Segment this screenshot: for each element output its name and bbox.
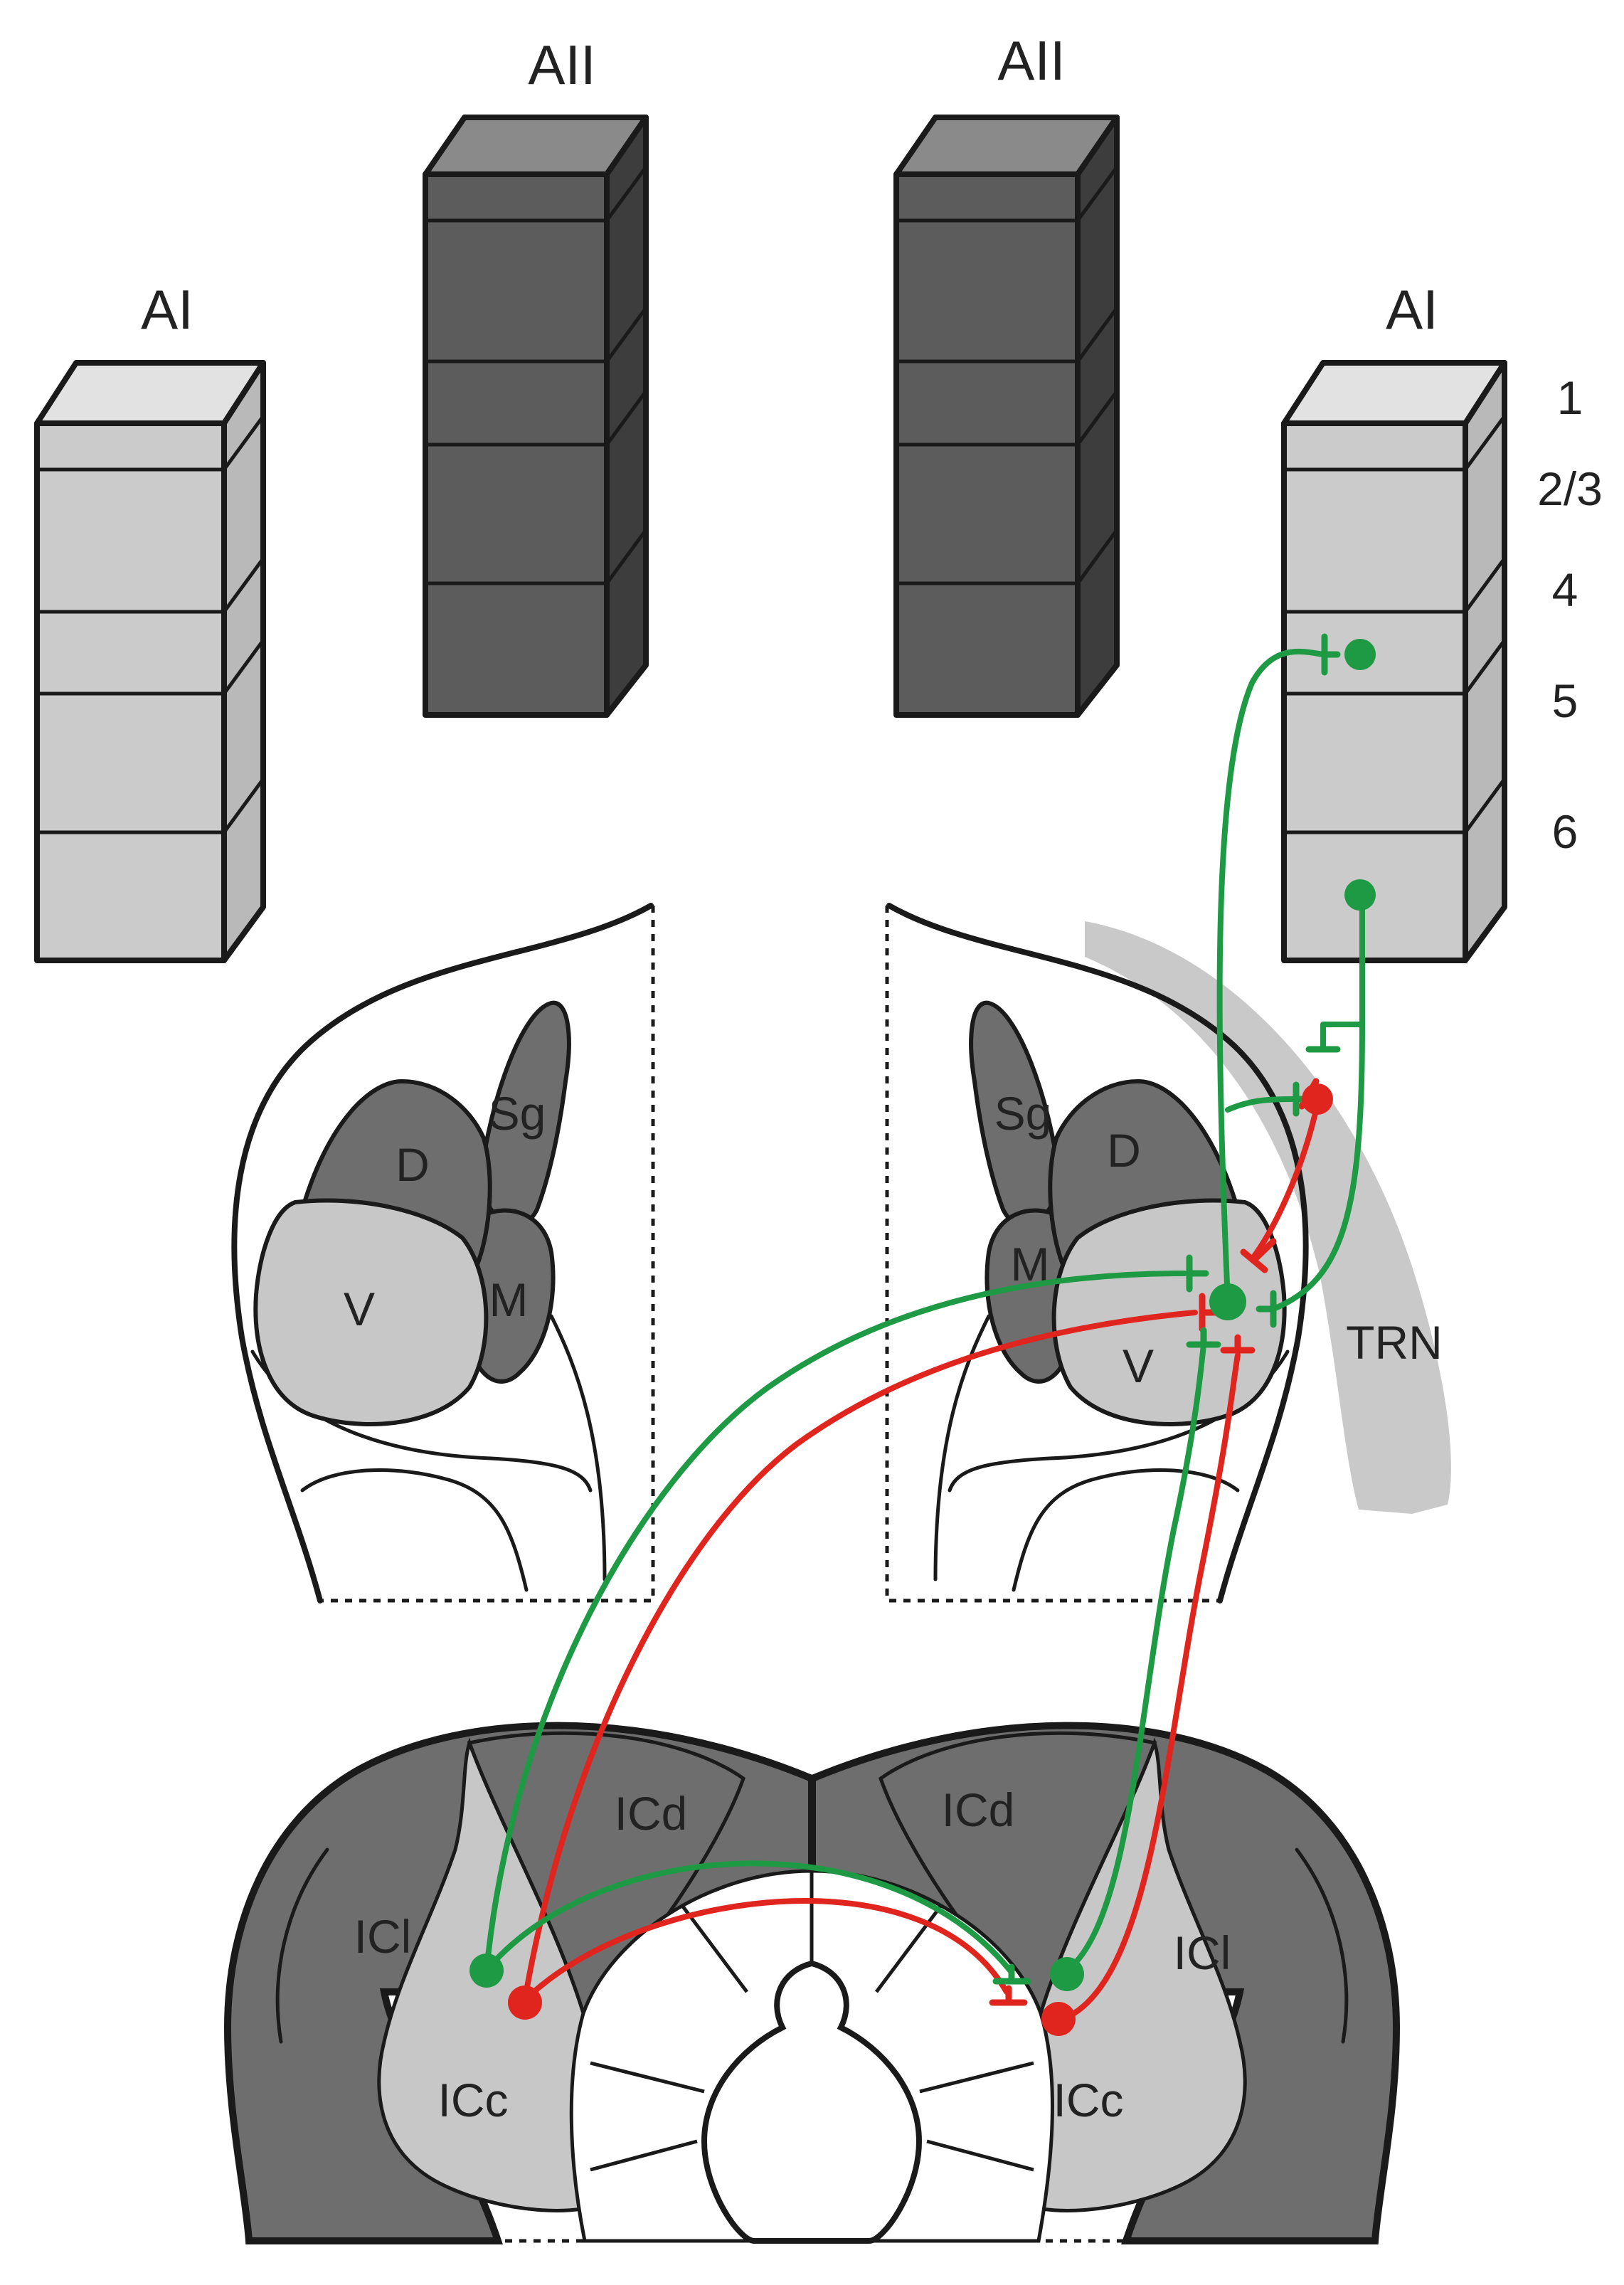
green-axon-cortex-l6-to-trn bbox=[1320, 1022, 1365, 1052]
layer-label-6: 6 bbox=[1552, 805, 1578, 858]
green-axon-right-ic-to-mgb bbox=[1064, 1342, 1206, 1973]
left-v-label: V bbox=[344, 1283, 375, 1335]
right-thalamus: V D M Sg bbox=[885, 903, 1309, 1603]
left-ai-column bbox=[34, 360, 266, 963]
layer-label-5: 5 bbox=[1552, 674, 1578, 727]
green-axon-cortex-l6-descending bbox=[1270, 892, 1365, 1312]
cerebral-aqueduct bbox=[701, 1960, 923, 2244]
right-v-nucleus bbox=[1051, 1198, 1287, 1426]
red-axon-left-ic-to-mgb bbox=[522, 1310, 1198, 2002]
trn-label: TRN bbox=[1346, 1316, 1443, 1369]
green-neuron-l6 bbox=[1344, 879, 1376, 911]
right-ai-title: AI bbox=[1386, 278, 1438, 341]
right-ai-column bbox=[1281, 360, 1507, 963]
right-aii-column bbox=[893, 115, 1120, 718]
left-icd-label: ICd bbox=[615, 1787, 688, 1840]
layer-labels: 1 2/3 4 5 6 bbox=[1537, 371, 1603, 858]
left-v-nucleus bbox=[253, 1198, 489, 1426]
red-axon-left-ic-commissural bbox=[527, 1898, 1009, 1998]
inferior-colliculus: ICd ICd ICl ICl ICc ICc bbox=[223, 1722, 1401, 2244]
green-neuron-left-icc bbox=[469, 1953, 504, 1988]
green-axon-mgb-to-trn bbox=[1225, 1096, 1297, 1113]
left-thalamus: V D M Sg bbox=[231, 903, 655, 1603]
green-axon-left-ic-commissural bbox=[487, 1860, 1013, 1973]
red-neuron-left-icc bbox=[508, 1986, 542, 2020]
left-m-label: M bbox=[489, 1273, 529, 1326]
red-pathways bbox=[522, 1078, 1320, 2016]
red-neuron-right-icc bbox=[1041, 2002, 1076, 2036]
green-neuron-l5 bbox=[1344, 639, 1376, 670]
right-icc-label: ICc bbox=[1054, 2074, 1124, 2126]
left-aii-title: AII bbox=[528, 33, 595, 96]
right-icl-label: ICl bbox=[1174, 1926, 1231, 1979]
right-icd-label: ICd bbox=[942, 1783, 1015, 1836]
left-d-label: D bbox=[396, 1138, 430, 1191]
right-v-label: V bbox=[1123, 1340, 1154, 1392]
green-axon-mgb-to-cortex bbox=[1216, 648, 1326, 1305]
layer-label-2-3: 2/3 bbox=[1537, 462, 1603, 515]
left-icl-label: ICl bbox=[354, 1910, 412, 1963]
red-neuron-trn bbox=[1302, 1083, 1333, 1115]
green-axon-left-ic-to-mgb bbox=[484, 1271, 1187, 1973]
layer-label-4: 4 bbox=[1552, 563, 1578, 616]
left-ai-title: AI bbox=[141, 278, 193, 341]
trn-region bbox=[1085, 921, 1451, 1514]
right-sg-label: Sg bbox=[994, 1087, 1052, 1140]
red-axon-right-ic-to-mgb bbox=[1071, 1352, 1241, 2016]
right-aii-title: AII bbox=[997, 29, 1065, 92]
left-icc-label: ICc bbox=[438, 2074, 509, 2126]
left-aii-column bbox=[423, 115, 649, 718]
left-sg-label: Sg bbox=[489, 1087, 546, 1140]
green-neuron-right-icc bbox=[1050, 1957, 1084, 1991]
neurons bbox=[469, 639, 1376, 2036]
right-d-label: D bbox=[1107, 1124, 1141, 1177]
green-pathways bbox=[484, 633, 1365, 1985]
green-neuron-mgv bbox=[1209, 1283, 1246, 1320]
red-axon-trn-to-mgb bbox=[1249, 1101, 1320, 1262]
layer-label-1: 1 bbox=[1557, 371, 1583, 424]
